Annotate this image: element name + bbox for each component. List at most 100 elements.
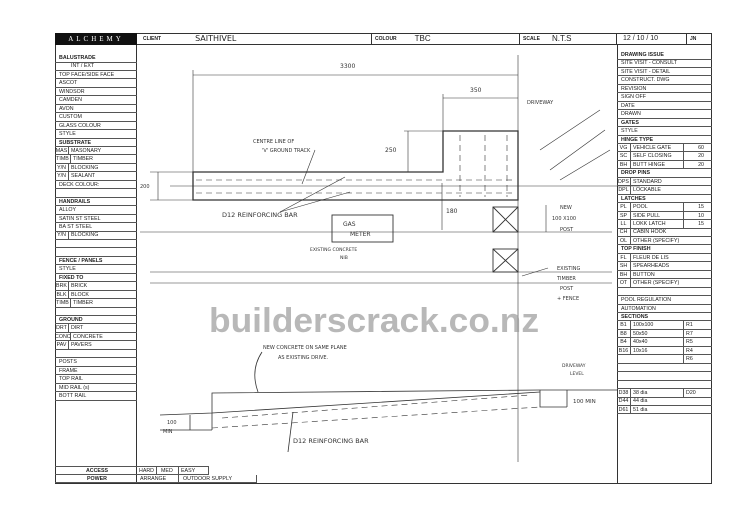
row-label: LOCKABLE <box>633 187 661 194</box>
row-code: Y/N <box>55 172 69 180</box>
row-code: DPL <box>617 186 631 194</box>
row-label: GATES <box>621 119 639 126</box>
row-label: BRICK <box>71 283 88 290</box>
right-row: HINGE TYPE <box>617 136 712 144</box>
row-label: FLEUR DE LIS <box>633 254 669 261</box>
row-ref: R6 <box>683 355 703 363</box>
row-label: SELF CLOSING <box>633 153 672 160</box>
left-row: TOP FACE/SIDE FACE <box>55 71 137 80</box>
row-code: BRK <box>55 282 69 290</box>
drawing-form-frame <box>55 33 712 484</box>
row-label: SUBSTRATE <box>59 139 91 146</box>
row-code: DRT <box>55 324 69 332</box>
existing-post-label: POST <box>560 286 574 292</box>
row-label <box>57 249 59 255</box>
left-row: BOTT RAIL <box>55 392 137 401</box>
left-row: HANDRAILS <box>55 198 137 207</box>
row-code: CONC <box>55 332 71 341</box>
row-qty: 15 <box>683 220 704 228</box>
row-label: REVISION <box>621 85 647 92</box>
right-row: LATCHES <box>617 195 712 204</box>
existing-drive-label: AS EXISTING DRIVE. <box>278 355 329 361</box>
row-label: DROP PINS <box>621 170 651 177</box>
row-label: CAMDEN <box>59 97 82 104</box>
row-qty: 20 <box>683 160 704 169</box>
min-left-label: MIN <box>163 429 173 435</box>
left-row: FIXED TO <box>55 274 137 283</box>
row-label: CUSTOM <box>59 114 82 121</box>
access-hard[interactable]: HARD <box>137 467 157 474</box>
gas-label: GAS <box>343 221 356 228</box>
access-med[interactable]: MED <box>157 467 179 474</box>
power-outdoor-supply[interactable]: OUTDOOR SUPPLY <box>179 474 257 482</box>
right-row: DATE <box>617 102 712 111</box>
row-label <box>57 309 59 315</box>
row-label: SATIN ST STEEL <box>59 215 101 222</box>
row-label: 38 dia <box>633 390 648 396</box>
row-label: CABIN HOOK <box>633 229 667 236</box>
right-row <box>617 364 712 373</box>
row-label <box>619 356 621 362</box>
row-label: SITE VISIT - DETAIL <box>621 68 671 75</box>
timber-label: TIMBER <box>556 276 576 282</box>
row-code: SP <box>617 211 631 220</box>
left-row: ASCOT <box>55 79 137 88</box>
row-label: BUTTON <box>633 271 655 278</box>
row-label: DRAWN <box>621 111 641 118</box>
row-label: BLOCKING <box>71 164 99 171</box>
access-label: ACCESS <box>55 466 137 475</box>
right-row: AUTOMATION <box>617 305 712 313</box>
min-100-left: 100 <box>167 420 177 426</box>
row-label: MASONARY <box>71 147 102 154</box>
right-row: DRAWN <box>617 110 712 119</box>
existing-label: EXISTING <box>557 266 581 272</box>
row-label: STYLE <box>59 131 76 138</box>
row-label: GLASS COLOUR <box>59 122 101 129</box>
row-label: AUTOMATION <box>621 305 656 312</box>
row-qty: 15 <box>683 203 704 211</box>
dim-350: 350 <box>470 87 482 94</box>
row-qty: 10 <box>683 211 704 220</box>
row-code: BLK <box>55 290 69 299</box>
row-code: D61 <box>617 405 631 414</box>
row-label: TIMBER <box>73 300 94 307</box>
row-label: 40x40 <box>633 339 648 346</box>
new-post-label: NEW <box>560 205 572 211</box>
row-code: BH <box>617 160 631 169</box>
row-ref: D20 <box>683 389 703 397</box>
row-label: DIRT <box>71 325 84 332</box>
right-row: CONSTRUCT. DWG <box>617 76 712 85</box>
row-label: STYLE <box>621 128 638 135</box>
access-easy[interactable]: EASY <box>179 467 209 474</box>
left-row <box>55 350 137 359</box>
power-options: ARRANGE OUTDOOR SUPPLY <box>137 474 257 483</box>
row-label: DRAWING ISSUE <box>621 52 664 58</box>
row-label: SIGN OFF <box>621 94 647 101</box>
row-label: VEHICLE GATE <box>633 144 672 151</box>
client-label: CLIENT <box>143 35 162 42</box>
row-label: CONCRETE <box>73 333 103 340</box>
new-concrete-label: NEW CONCRETE ON SAME PLANE <box>263 345 347 351</box>
power-arrange[interactable]: ARRANGE <box>137 474 179 482</box>
row-label: DATE <box>621 102 635 109</box>
row-code: DPS <box>617 177 631 186</box>
row-label: LATCHES <box>621 195 646 202</box>
right-row: TOP FINISH <box>617 245 712 254</box>
section-top <box>211 389 617 430</box>
reinforcing-bar-label: D12 REINFORCING BAR <box>222 211 298 219</box>
right-row: R6 <box>617 355 712 364</box>
dim-200: 200 <box>140 184 150 190</box>
row-label: BALUSTRADE <box>59 55 96 61</box>
